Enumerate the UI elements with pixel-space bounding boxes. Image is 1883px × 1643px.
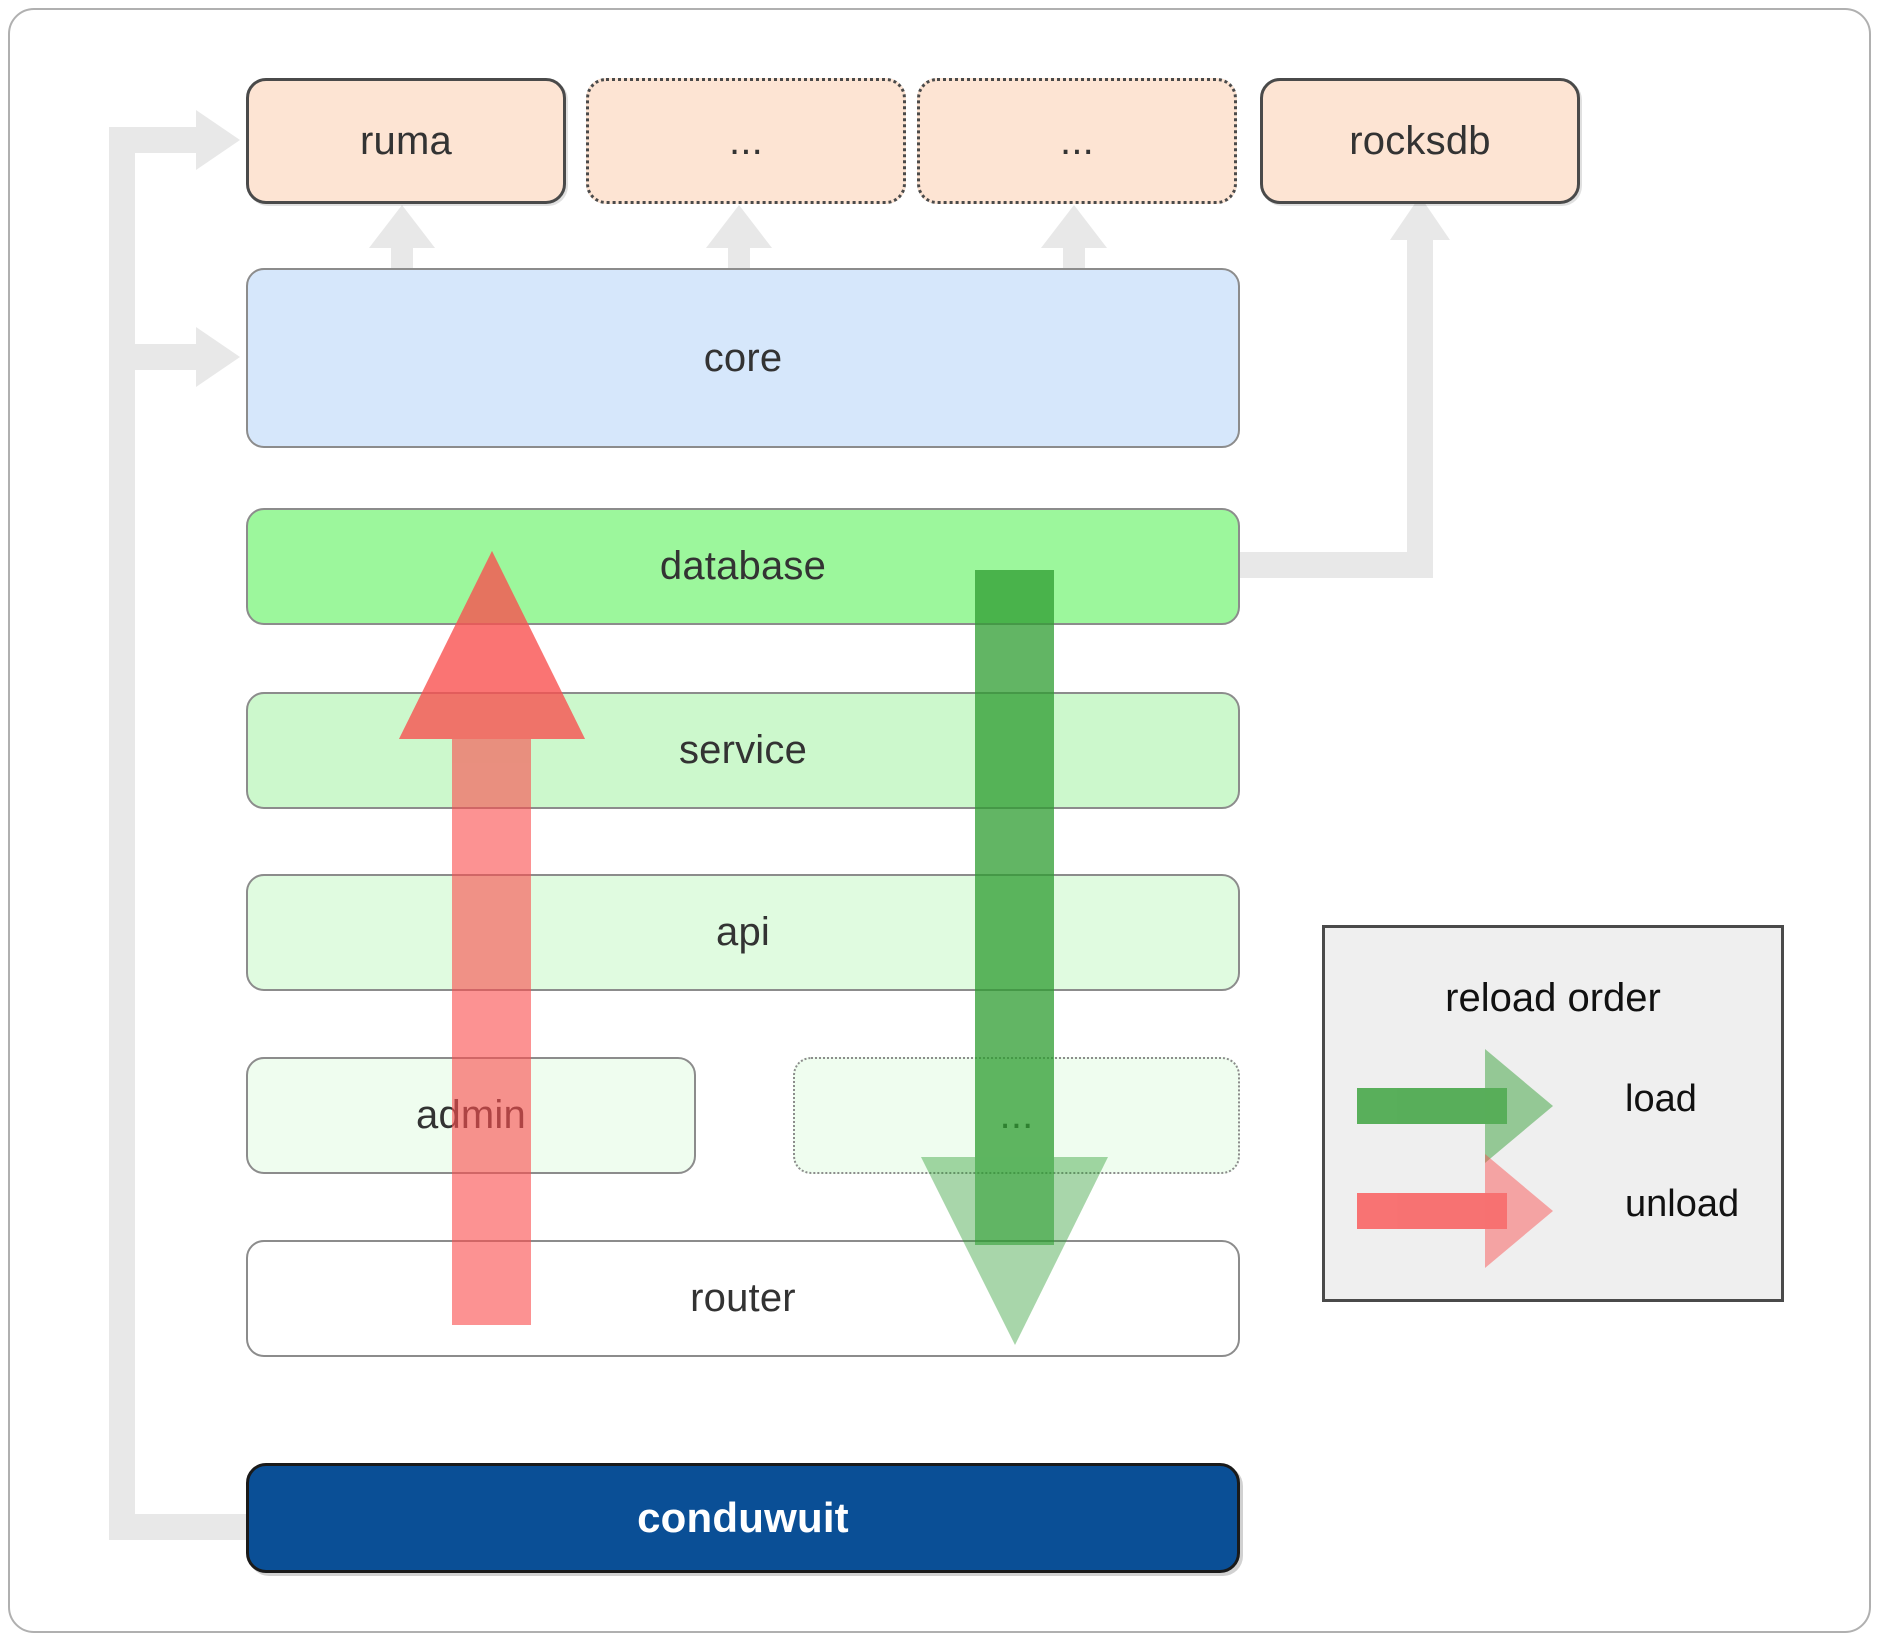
legend-unload-label: unload: [1625, 1183, 1740, 1225]
layer-router[interactable]: router: [246, 1240, 1240, 1357]
legend-load-label: load: [1625, 1078, 1697, 1120]
connector-conduwuit-to-crates: [109, 110, 247, 1540]
legend-item-unload: unload: [1325, 1154, 1781, 1268]
unload-flow-arrow-head-overlay: [399, 551, 585, 739]
load-flow-arrow: [921, 570, 1108, 1345]
legend-item-load: load: [1325, 1049, 1781, 1163]
legend-panel: reload order load unload: [1322, 925, 1784, 1302]
load-arrow-icon: [1357, 1049, 1553, 1163]
layer-core[interactable]: core: [246, 268, 1240, 448]
unload-flow-arrow: [399, 551, 585, 1325]
legend-title: reload order: [1445, 976, 1661, 1020]
connector-database-to-rocksdb: [1240, 196, 1450, 578]
crate-dots-1[interactable]: ...: [586, 78, 906, 204]
unload-arrow-icon: [1357, 1154, 1553, 1268]
